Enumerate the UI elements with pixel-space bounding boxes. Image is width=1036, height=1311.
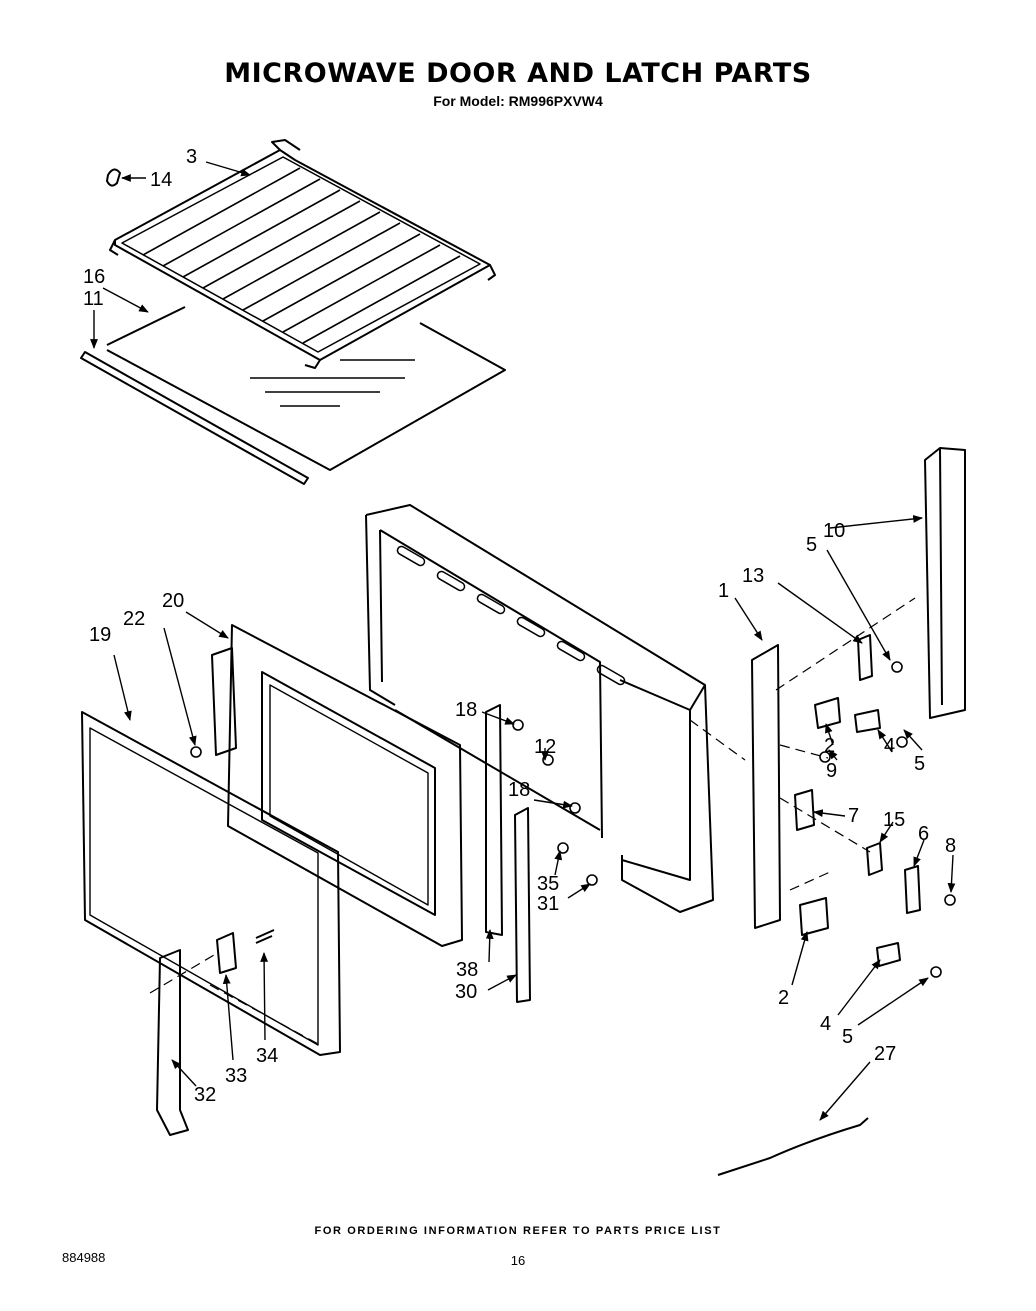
latch-handle-part	[156, 949, 189, 1136]
actuator-bar-part	[514, 807, 531, 1003]
harness-part	[717, 1117, 869, 1176]
callout-30: 30	[455, 981, 477, 1003]
page-number: 16	[510, 1253, 526, 1268]
callout-13: 13	[742, 565, 764, 587]
callout-15: 15	[883, 809, 905, 831]
callout-38: 38	[456, 959, 478, 981]
callout-2a: 2	[824, 735, 835, 757]
hinge-plate-part	[211, 647, 237, 756]
callout-2b: 2	[778, 987, 789, 1009]
callout-18a: 18	[455, 699, 477, 721]
wire-rack-part	[109, 139, 496, 369]
door-frame-part	[227, 624, 463, 947]
callout-4a: 4	[884, 735, 895, 757]
glass-tray-part	[106, 306, 506, 471]
callout-7: 7	[848, 805, 859, 827]
callout-5c: 5	[842, 1026, 853, 1048]
callout-18b: 18	[508, 779, 530, 801]
callout-35: 35	[537, 873, 559, 895]
latch-bracket-part	[751, 644, 781, 929]
callout-5b: 5	[914, 753, 925, 775]
callout-4b: 4	[820, 1013, 831, 1035]
spring-part	[255, 929, 275, 944]
callout-34: 34	[256, 1045, 278, 1067]
plate-part	[485, 704, 503, 936]
callout-33: 33	[225, 1065, 247, 1087]
callout-11: 11	[83, 288, 104, 310]
callout-22: 22	[123, 608, 145, 630]
ordering-note: FOR ORDERING INFORMATION REFER TO PARTS …	[314, 1225, 722, 1237]
callout-9: 9	[826, 760, 837, 782]
callout-6: 6	[918, 823, 929, 845]
model-subtitle: For Model: RM996PXVW4	[433, 93, 603, 109]
latch-part	[216, 932, 237, 974]
callout-31: 31	[537, 893, 559, 915]
callout-20: 20	[162, 590, 184, 612]
callout-8: 8	[945, 835, 956, 857]
channel-part	[924, 447, 966, 719]
callout-3: 3	[186, 146, 197, 168]
callout-32: 32	[194, 1084, 216, 1106]
callout-16: 16	[83, 266, 105, 288]
switch-parts	[794, 634, 921, 967]
page-title: MICROWAVE DOOR AND LATCH PARTS	[224, 58, 812, 89]
callout-5a: 5	[806, 534, 817, 556]
callout-12: 12	[534, 736, 556, 758]
cavity-frame	[365, 504, 714, 913]
callout-27: 27	[874, 1043, 896, 1065]
callout-1: 1	[718, 580, 729, 602]
gasket-strip-part	[80, 351, 309, 485]
leader-arrows	[90, 161, 956, 1121]
clip-part	[106, 168, 121, 187]
callout-19: 19	[89, 624, 111, 646]
document-number: 884988	[62, 1250, 106, 1265]
callout-10: 10	[823, 520, 845, 542]
door-panel-part	[81, 711, 341, 1056]
screw-parts	[190, 661, 956, 978]
callout-14: 14	[150, 169, 172, 191]
